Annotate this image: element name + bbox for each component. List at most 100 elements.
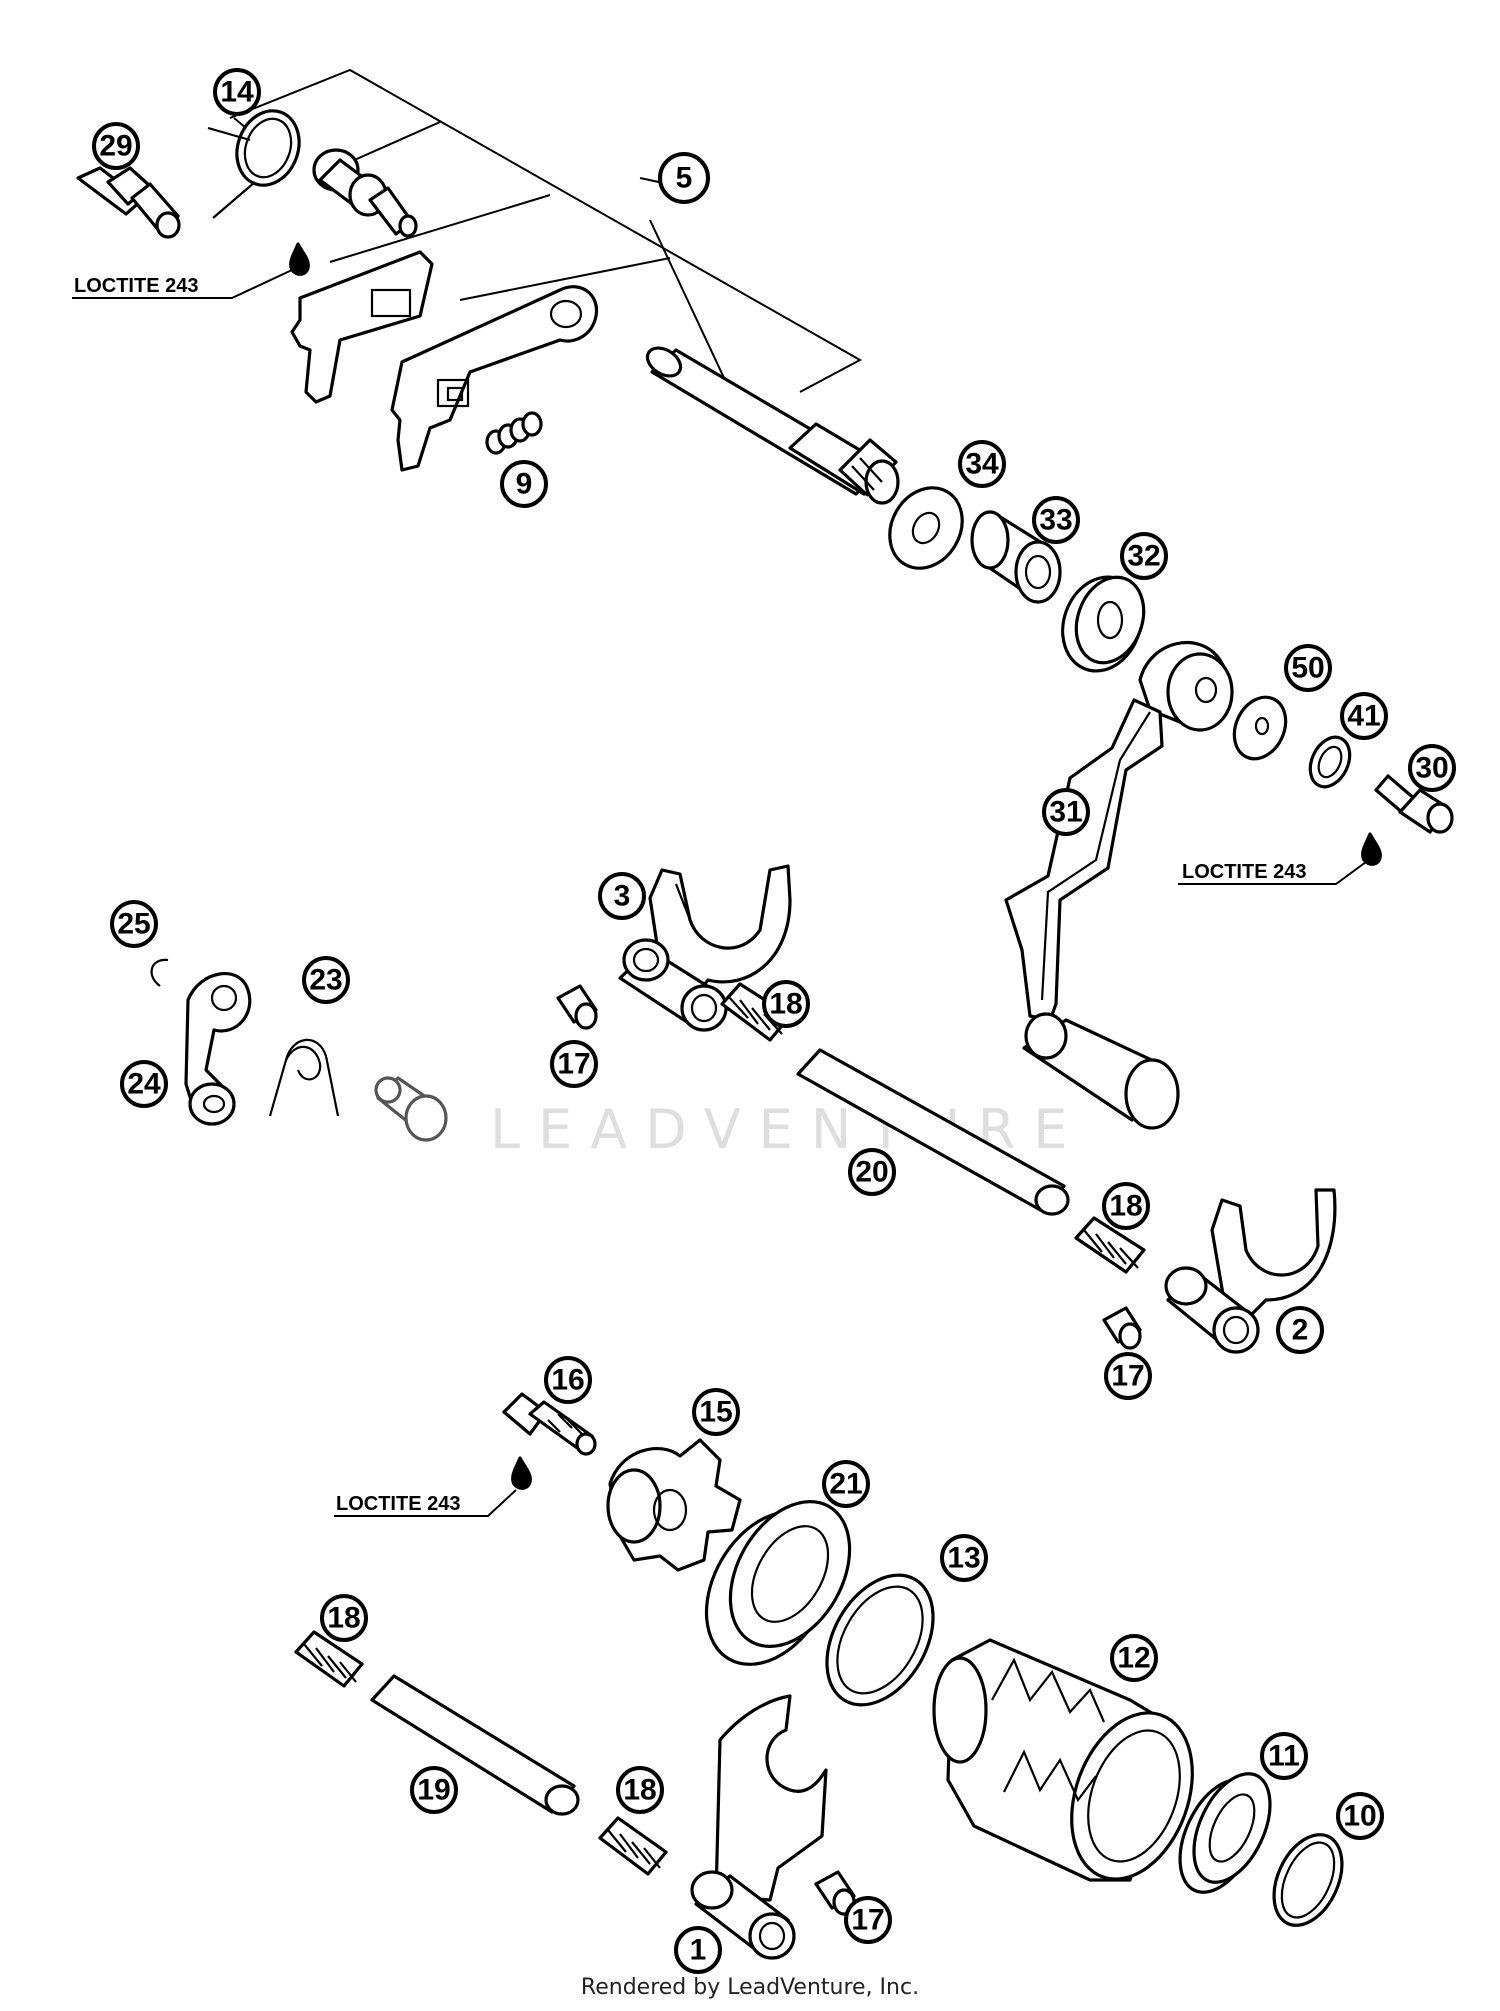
part-detent-bolt bbox=[374, 1076, 448, 1142]
svg-text:25: 25 bbox=[117, 908, 150, 941]
svg-text:21: 21 bbox=[829, 1468, 862, 1501]
callout-33: 33 bbox=[1032, 496, 1080, 544]
callout-5: 5 bbox=[658, 152, 710, 204]
callout-12: 12 bbox=[1110, 1634, 1158, 1682]
svg-text:20: 20 bbox=[855, 1156, 888, 1189]
callout-23: 23 bbox=[302, 956, 350, 1004]
part-33-bearing bbox=[970, 510, 1062, 604]
part-10-ring bbox=[1272, 1833, 1344, 1927]
part-9-springs bbox=[485, 411, 543, 455]
part-50-washer bbox=[1232, 695, 1288, 761]
part-23-spring bbox=[268, 1038, 340, 1117]
svg-text:31: 31 bbox=[1049, 796, 1082, 829]
callout-24: 24 bbox=[120, 1060, 168, 1108]
part-5-shift-shaft bbox=[645, 346, 900, 505]
svg-text:15: 15 bbox=[699, 1396, 732, 1429]
footer-credit: Rendered by LeadVenture, Inc. bbox=[580, 1975, 920, 2000]
svg-text:41: 41 bbox=[1347, 700, 1380, 733]
svg-text:18: 18 bbox=[1109, 1190, 1142, 1223]
svg-text:17: 17 bbox=[851, 1904, 884, 1937]
svg-text:9: 9 bbox=[516, 468, 533, 501]
part-2-shift-fork bbox=[1164, 1188, 1337, 1354]
part-15-shift-cam bbox=[606, 1438, 742, 1572]
callout-18: 18 bbox=[320, 1594, 368, 1642]
callout-41: 41 bbox=[1340, 692, 1388, 740]
part-16-bolt bbox=[502, 1392, 597, 1456]
svg-text:LOCTITE 243: LOCTITE 243 bbox=[336, 1493, 460, 1515]
callout-17: 17 bbox=[550, 1040, 598, 1088]
callout-31: 31 bbox=[1042, 788, 1090, 836]
loctite-note-3: LOCTITE 243 bbox=[334, 1456, 532, 1517]
svg-text:18: 18 bbox=[327, 1602, 360, 1635]
svg-text:1: 1 bbox=[690, 1934, 707, 1967]
callout-17: 17 bbox=[844, 1896, 892, 1944]
callout-1: 1 bbox=[674, 1926, 722, 1974]
svg-text:50: 50 bbox=[1291, 652, 1324, 685]
callout-19: 19 bbox=[410, 1766, 458, 1814]
callout-10: 10 bbox=[1336, 1792, 1384, 1840]
part-30-bolt bbox=[1374, 774, 1454, 834]
svg-text:17: 17 bbox=[1111, 1360, 1144, 1393]
svg-text:17: 17 bbox=[557, 1048, 590, 1081]
callout-50: 50 bbox=[1284, 644, 1332, 692]
svg-text:24: 24 bbox=[127, 1068, 161, 1101]
svg-text:10: 10 bbox=[1343, 1800, 1376, 1833]
part-1-shift-fork bbox=[690, 1694, 828, 1960]
part-12-shift-drum bbox=[932, 1638, 1194, 1882]
svg-text:11: 11 bbox=[1268, 1740, 1300, 1773]
callout-21: 21 bbox=[822, 1460, 870, 1508]
svg-text:14: 14 bbox=[220, 76, 254, 109]
part-20-rod bbox=[796, 1048, 1070, 1216]
part-19-rod bbox=[370, 1674, 580, 1816]
part-25-circlip bbox=[150, 958, 169, 987]
callout-29: 29 bbox=[92, 122, 140, 170]
svg-text:19: 19 bbox=[417, 1774, 450, 1807]
part-34-washer bbox=[888, 486, 964, 570]
callout-15: 15 bbox=[692, 1388, 740, 1436]
callout-32: 32 bbox=[1120, 532, 1168, 580]
part-5-pivot-bolt bbox=[312, 148, 418, 238]
part-41-lock-washer bbox=[1308, 735, 1352, 789]
svg-text:30: 30 bbox=[1415, 752, 1448, 785]
svg-text:23: 23 bbox=[309, 964, 342, 997]
callout-16: 16 bbox=[544, 1356, 592, 1404]
svg-text:2: 2 bbox=[1292, 1314, 1309, 1347]
callout-11: 11 bbox=[1260, 1732, 1308, 1780]
svg-text:18: 18 bbox=[623, 1774, 656, 1807]
part-5-shift-lever bbox=[390, 285, 599, 472]
svg-text:29: 29 bbox=[99, 130, 132, 163]
callout-25: 25 bbox=[110, 900, 158, 948]
part-32-seal bbox=[1061, 575, 1146, 673]
svg-text:3: 3 bbox=[614, 880, 631, 913]
callout-9: 9 bbox=[500, 460, 548, 508]
part-31-kickstart-lever bbox=[1004, 641, 1234, 1130]
svg-text:33: 33 bbox=[1039, 504, 1072, 537]
svg-text:LOCTITE 243: LOCTITE 243 bbox=[1182, 861, 1306, 883]
callout-13: 13 bbox=[940, 1534, 988, 1582]
callout-18: 18 bbox=[762, 980, 810, 1028]
svg-text:34: 34 bbox=[965, 448, 999, 481]
svg-text:32: 32 bbox=[1127, 540, 1160, 573]
part-18-spring-c bbox=[294, 1630, 364, 1688]
svg-text:5: 5 bbox=[676, 162, 693, 195]
callout-18: 18 bbox=[616, 1766, 664, 1814]
callout-18: 18 bbox=[1102, 1182, 1150, 1230]
callout-14: 14 bbox=[213, 68, 261, 116]
svg-text:18: 18 bbox=[769, 988, 802, 1021]
part-17-pin-a bbox=[556, 984, 598, 1030]
svg-text:13: 13 bbox=[947, 1542, 980, 1575]
part-11-bearing bbox=[1178, 1772, 1272, 1894]
svg-text:16: 16 bbox=[551, 1364, 584, 1397]
part-18-spring-d bbox=[598, 1816, 668, 1876]
callout-34: 34 bbox=[958, 440, 1006, 488]
assembly-leader-lines bbox=[229, 68, 863, 413]
part-13-washer bbox=[825, 1573, 935, 1707]
callout-leader-lines bbox=[233, 117, 247, 129]
callout-30: 30 bbox=[1408, 744, 1456, 792]
loctite-note-2: LOCTITE 243 bbox=[1178, 832, 1382, 885]
part-17-pin-c bbox=[814, 1870, 856, 1916]
part-21-ball-bearing bbox=[704, 1500, 852, 1666]
svg-text:12: 12 bbox=[1117, 1642, 1150, 1675]
callout-20: 20 bbox=[848, 1148, 896, 1196]
